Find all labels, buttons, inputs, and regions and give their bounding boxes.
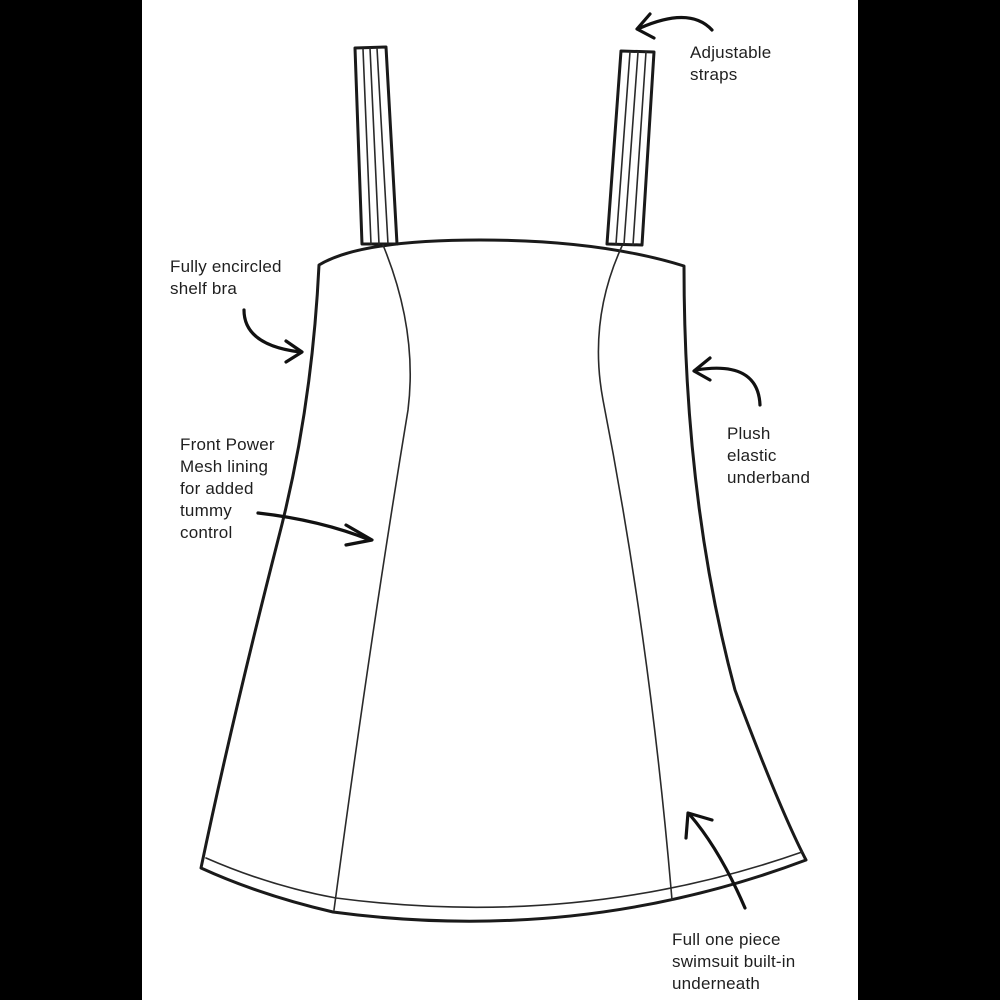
dress-body [199, 238, 808, 923]
arrow-underband [692, 356, 762, 407]
label-adjustable-straps: Adjustable straps [690, 43, 772, 84]
label-underband: Plush elastic underband [727, 424, 811, 487]
diagram-panel [142, 0, 858, 1000]
label-shelf-bra: Fully encircled shelf bra [170, 257, 282, 298]
arrow-adjustable-straps [635, 12, 714, 40]
label-power-mesh: Front Power Mesh lining for added tummy … [180, 435, 275, 542]
arrow-shelf-bra [242, 308, 304, 364]
label-swimsuit: Full one piece swimsuit built-in underne… [672, 930, 796, 993]
right-strap [605, 49, 656, 247]
arrow-power-mesh [256, 511, 374, 547]
arrow-swimsuit [684, 811, 747, 910]
left-strap [353, 45, 399, 246]
